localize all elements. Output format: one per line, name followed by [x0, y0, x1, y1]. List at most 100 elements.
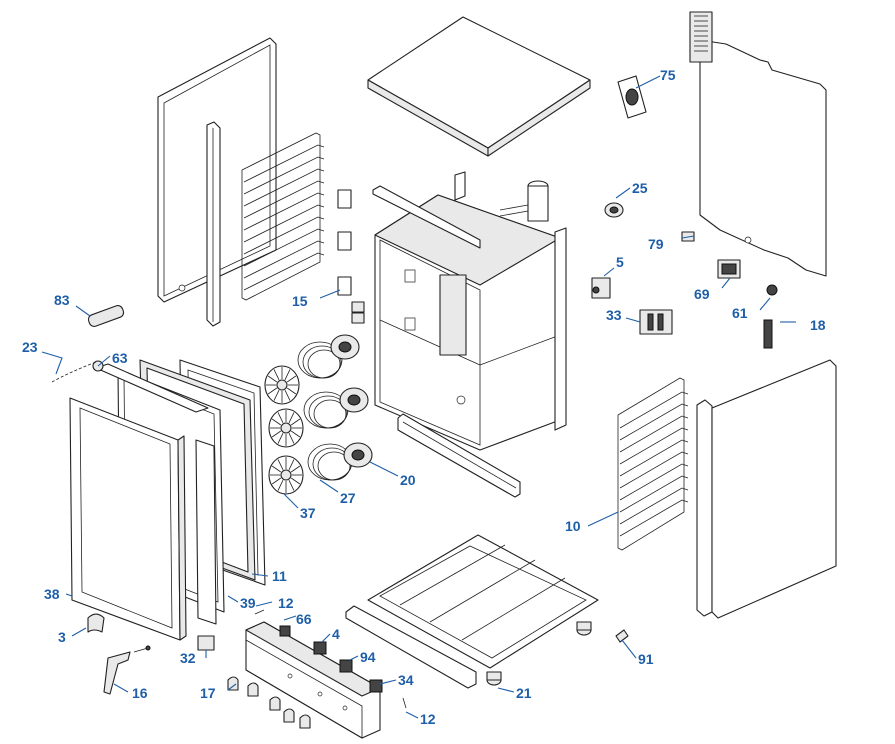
rack-rail — [619, 463, 689, 501]
valve-5 — [591, 277, 611, 299]
fan-blade — [290, 418, 301, 426]
door-top-rail — [95, 363, 209, 413]
callout-27: 27 — [340, 490, 356, 506]
fan-blade — [288, 433, 295, 444]
right-oven-rack — [617, 377, 689, 551]
heater-coil — [307, 349, 341, 379]
fan-blade — [284, 390, 291, 401]
callout-37: 37 — [300, 505, 316, 521]
rack-rail — [243, 216, 325, 255]
rack-rail — [243, 156, 325, 195]
fan-blade — [271, 430, 282, 438]
switches — [279, 625, 407, 709]
callout-11: 11 — [272, 568, 287, 584]
callout-21: 21 — [516, 685, 532, 701]
transformer-69 — [717, 259, 741, 279]
callout-12b: 12 — [420, 711, 436, 727]
rack-rail — [243, 180, 325, 219]
callout-34: 34 — [398, 672, 414, 688]
callout-10: 10 — [565, 518, 581, 534]
door-hinge-strip — [195, 439, 217, 625]
fan-blade — [290, 465, 301, 473]
fan-hub — [276, 379, 288, 391]
cavity-bottom-rail — [397, 413, 521, 498]
fan-blade — [277, 459, 284, 470]
callout-69: 69 — [694, 286, 710, 302]
door-seal-line-23 — [51, 361, 97, 383]
rack-rail — [243, 252, 325, 291]
hinge-3 — [87, 613, 105, 633]
terminal-block-18 — [763, 319, 773, 349]
callout-23: 23 — [22, 339, 38, 355]
fan-blade — [277, 433, 284, 444]
fan-blade — [271, 477, 282, 485]
rear-panel — [689, 11, 827, 277]
callout-33: 33 — [606, 307, 622, 323]
fan-blade — [271, 465, 282, 473]
callout-labels: 75 25 79 5 69 61 33 18 15 83 23 63 20 27… — [22, 67, 826, 727]
callout-12a: 12 — [278, 595, 294, 611]
callout-5: 5 — [616, 254, 624, 270]
fan-blade — [288, 459, 295, 470]
clip-91 — [615, 629, 629, 643]
callout-38: 38 — [44, 586, 60, 602]
fan-blade — [267, 375, 278, 383]
callout-3: 3 — [58, 629, 66, 645]
callout-75: 75 — [660, 67, 676, 83]
rack-rail — [619, 427, 689, 465]
rack-rail — [243, 240, 325, 279]
rack-rail — [619, 391, 689, 429]
fan-motors — [330, 334, 373, 468]
door-handle-16 — [103, 645, 151, 695]
fan-blade — [286, 387, 297, 395]
rack-rail — [243, 168, 325, 207]
rack-rail — [619, 415, 689, 453]
rack-rail — [619, 499, 689, 537]
feet-17 — [227, 676, 311, 729]
callout-32: 32 — [180, 650, 196, 666]
leader-lines — [41, 75, 796, 719]
front-trim-strip — [345, 605, 477, 689]
fan-blade — [286, 375, 297, 383]
callout-83: 83 — [54, 292, 70, 308]
callout-17: 17 — [200, 685, 216, 701]
fan-blade — [288, 412, 295, 423]
fan-blade — [271, 418, 282, 426]
heater-coil — [317, 451, 351, 481]
knob-61 — [766, 284, 778, 296]
motor-plate-75 — [617, 75, 647, 119]
fan-blade — [290, 477, 301, 485]
rack-rail — [619, 403, 689, 441]
rack-rail — [243, 204, 325, 243]
latch-32 — [197, 635, 215, 651]
callout-4: 4 — [332, 626, 340, 642]
fan-heater-assemblies — [264, 334, 373, 495]
rack-rail — [619, 451, 689, 489]
right-side-panel — [711, 359, 837, 619]
callout-18: 18 — [810, 317, 826, 333]
left-vertical-rail — [206, 121, 221, 327]
top-panel — [367, 16, 591, 157]
callout-16: 16 — [132, 685, 148, 701]
callout-63: 63 — [112, 350, 128, 366]
callout-66: 66 — [296, 611, 312, 627]
callout-94: 94 — [360, 649, 376, 665]
callout-61: 61 — [732, 305, 748, 321]
screw-12a — [254, 609, 265, 615]
base-plate — [367, 534, 599, 686]
rack-rail — [619, 487, 689, 525]
rack-rail — [243, 144, 325, 183]
callout-25: 25 — [632, 180, 648, 196]
rack-rail — [619, 475, 689, 513]
left-oven-rack — [241, 132, 325, 301]
callout-79: 79 — [648, 236, 664, 252]
heater-coil — [313, 399, 347, 429]
callout-91: 91 — [638, 651, 654, 667]
fan-blade — [290, 430, 301, 438]
callout-15: 15 — [292, 293, 308, 309]
door-outer-pane — [69, 397, 187, 641]
fan-blade — [273, 390, 280, 401]
fan-blade — [267, 387, 278, 395]
fan-blade — [277, 480, 284, 491]
